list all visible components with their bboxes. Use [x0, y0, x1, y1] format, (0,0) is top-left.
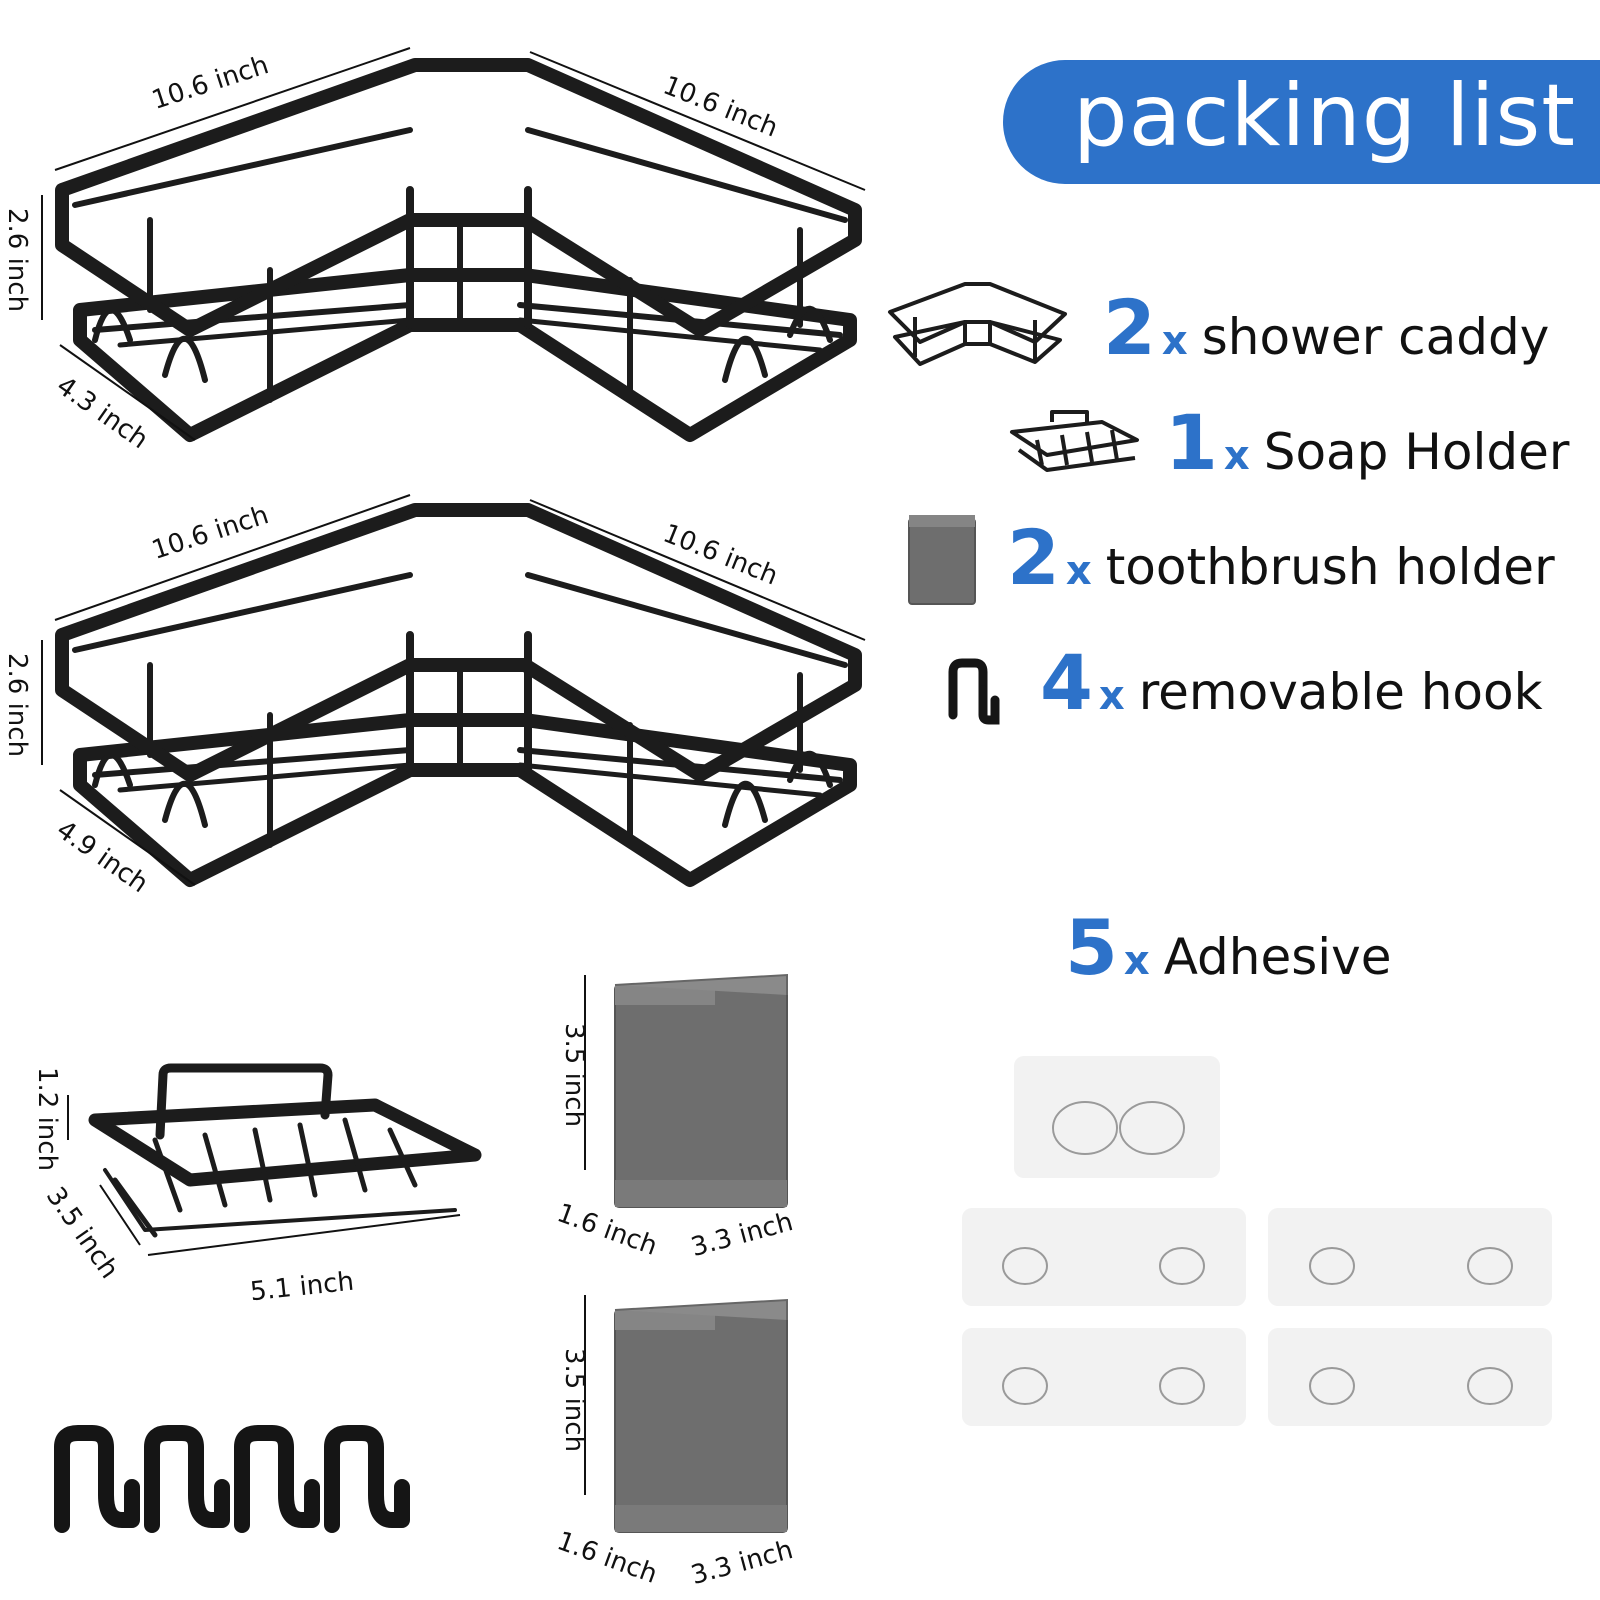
- adhesive-pad-icon: [1268, 1208, 1552, 1306]
- packing-item-label: removable hook: [1138, 663, 1543, 721]
- adhesive-pad-icon: [962, 1328, 1246, 1426]
- toothbrush-holder-icon: [908, 515, 976, 605]
- packing-item-soap-holder: 1 x Soap Holder: [1165, 398, 1570, 487]
- adhesive-pad-icon: [962, 1208, 1246, 1306]
- shower-caddy-illustration-top: [55, 58, 862, 442]
- removable-hooks-illustration: [54, 1425, 410, 1533]
- packing-item-times: x: [1123, 938, 1150, 984]
- packing-item-times: x: [1065, 548, 1092, 594]
- packing-item-count: 5: [1065, 903, 1118, 992]
- packing-item-label: shower caddy: [1201, 308, 1550, 366]
- toothbrush-bottom-height-label: 3.5 inch: [559, 1347, 590, 1453]
- packing-list-title: packing list: [1073, 66, 1577, 166]
- packing-item-count: 2: [1007, 513, 1060, 602]
- packing-item-count: 4: [1040, 638, 1093, 727]
- toothbrush-holder-illustration-top: [614, 973, 788, 1208]
- packing-item-label: Soap Holder: [1263, 423, 1570, 481]
- toothbrush-holder-illustration-bottom: [614, 1298, 788, 1533]
- packing-item-times: x: [1098, 673, 1125, 719]
- toothbrush-top-height-label: 3.5 inch: [559, 1022, 590, 1128]
- packing-item-removable-hook: 4 x removable hook: [1040, 638, 1543, 727]
- packing-item-shower-caddy: 2 x shower caddy: [1103, 283, 1550, 372]
- soap-holder-icon: [1010, 410, 1139, 472]
- hook-icon: [948, 658, 1000, 725]
- shower-caddy-icon: [888, 282, 1067, 366]
- shower-caddy-illustration-bottom: [55, 503, 862, 887]
- packing-item-times: x: [1161, 318, 1188, 364]
- packing-list-banner: packing list: [1003, 60, 1600, 184]
- packing-item-label: Adhesive: [1163, 928, 1392, 986]
- packing-item-count: 1: [1165, 398, 1218, 487]
- adhesive-pad-icon: [1268, 1328, 1552, 1426]
- soap-holder-height-label: 1.2 inch: [32, 1066, 63, 1172]
- packing-item-times: x: [1223, 433, 1250, 479]
- packing-item-count: 2: [1103, 283, 1156, 372]
- soap-holder-illustration: [88, 1063, 482, 1238]
- adhesive-pad-icon: [1014, 1056, 1220, 1178]
- packing-item-toothbrush-holder: 2 x toothbrush holder: [1007, 513, 1555, 602]
- packing-item-label: toothbrush holder: [1105, 538, 1555, 596]
- packing-item-adhesive: 5 x Adhesive: [1065, 903, 1392, 992]
